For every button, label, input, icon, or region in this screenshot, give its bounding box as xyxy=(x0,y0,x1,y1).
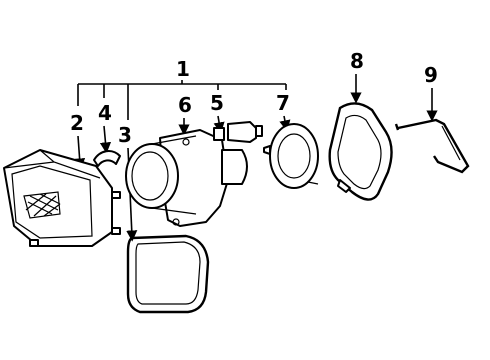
lamp-housing xyxy=(125,129,248,227)
retaining-ring xyxy=(263,123,319,189)
clip xyxy=(93,150,121,167)
leader-lines xyxy=(74,74,438,242)
callout-7: 7 xyxy=(276,91,290,115)
callout-5: 5 xyxy=(210,91,224,115)
callout-4: 4 xyxy=(98,101,112,125)
callout-3: 3 xyxy=(118,123,132,147)
wire-bracket xyxy=(394,118,470,174)
lens-gasket xyxy=(126,234,210,314)
triangle-gasket xyxy=(328,102,393,201)
callout-6: 6 xyxy=(178,93,192,117)
callout-9: 9 xyxy=(424,63,438,87)
callout-1: 1 xyxy=(176,57,190,81)
lamp-assembly xyxy=(3,149,121,247)
callout-2: 2 xyxy=(70,111,84,135)
bulb-socket xyxy=(213,121,263,143)
callout-8: 8 xyxy=(350,49,364,73)
